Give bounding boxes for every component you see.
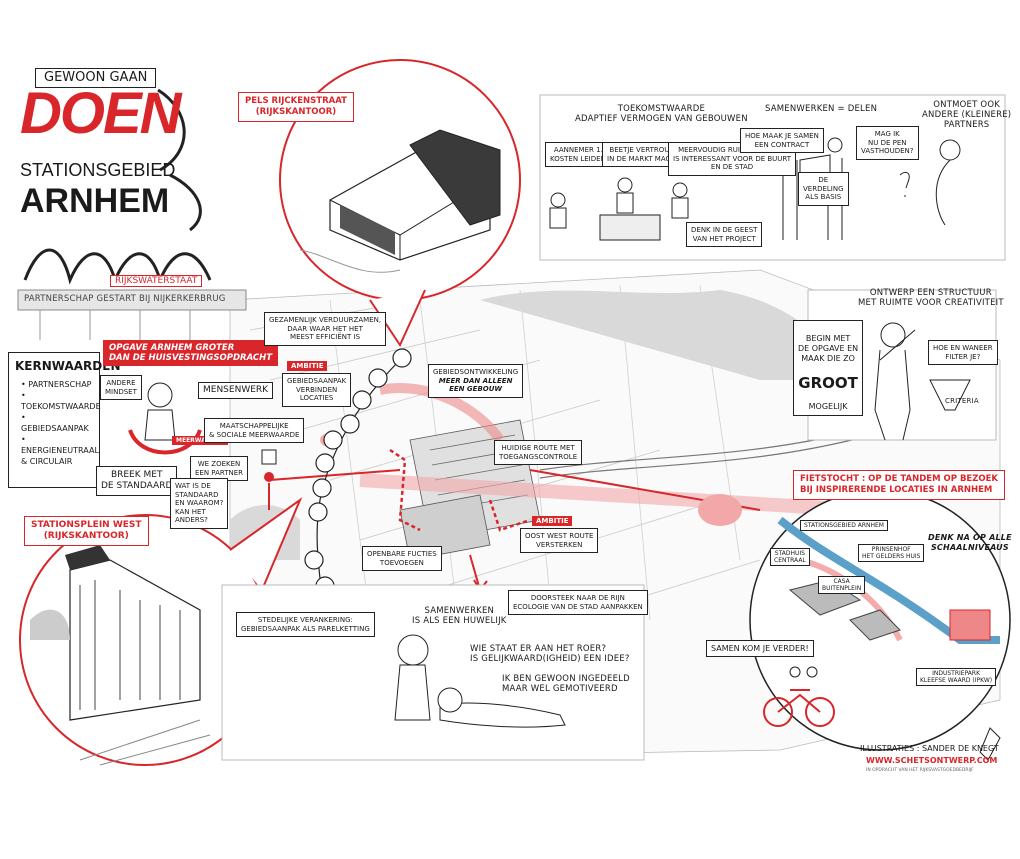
filter-question-label: HOE EN WANEER FILTER JE? — [928, 340, 998, 365]
stationsplein-circle — [19, 497, 303, 766]
criteria-label: CRITERIA — [945, 397, 979, 405]
verduurzamen-label: GEZAMENLIJK VERDUURZAMEN, DAAR WAAR HET … — [264, 312, 387, 346]
openbare-label: OPENBARE FUCTIES TOEVOEGEN — [362, 546, 442, 571]
red-routes — [269, 383, 861, 591]
cavemen-figures — [394, 634, 566, 728]
maatschappelijke-label: MAATSCHAPPELIJKE & SOCIALE MEERWAARDE — [204, 418, 305, 443]
pels-label: PELS RIJCKENSTRAAT (RIJKSKANTOOR) — [238, 92, 354, 122]
andere-mindset-label: ANDERE MINDSET — [100, 375, 142, 400]
bridge-banner-bg — [17, 289, 247, 311]
ingedeeld-label: IK BEN GEWOON INGEDEELD MAAR WEL GEMOTIV… — [502, 674, 630, 694]
title-doen: DOEN — [20, 81, 182, 146]
fietstocht-title: FIETSTOCHT : OP DE TANDEM OP BEZOEK BIJ … — [793, 470, 1006, 500]
verdeling-label: DE VERDELING ALS BASIS — [798, 172, 849, 206]
ambitie-tag-2: AMBITIE — [532, 516, 573, 526]
begin-label: BEGIN MET DE OPGAVE EN MAAK DIE ZO — [798, 334, 859, 363]
kernwaarden-item: & CIRCULAIR — [21, 457, 73, 466]
roer-question-label: WIE STAAT ER AAN HET ROER? IS GELIJKWAAR… — [470, 644, 630, 664]
rijkswaterstaat-label: RIJKSWATERSTAAT — [110, 275, 203, 287]
mensenwerk-label: MENSENWERK — [198, 382, 274, 399]
doorsteek-label: DOORSTEEK NAAR DE RIJN ECOLOGIE VAN DE S… — [508, 590, 648, 615]
meervoudig-label: MEERVOUDIG RUIMTEGEBRUIK IS INTERESSANT … — [668, 142, 797, 176]
gebiedsontwikkeling-label: GEBIEDSONTWIKKELING — [433, 368, 519, 376]
geest-label: DENK IN DE GEEST VAN HET PROJECT — [686, 222, 763, 247]
contract-label: HOE MAAK JE SAMEN EEN CONTRACT — [740, 128, 824, 153]
opgave-banner: OPGAVE ARNHEM GROTER DAN DE HUISVESTINGS… — [103, 340, 279, 366]
samenwerken-delen-title: SAMENWERKEN = DELEN — [765, 104, 878, 114]
gebiedsaanpak-label: GEBIEDSAANPAK VERBINDEN LOCATIES — [282, 373, 352, 407]
meerwaarde-tag: MEERWAARDE — [172, 436, 229, 445]
bridge-label: PARTNERSCHAP GESTART BIJ NIJKERKERBRUG — [24, 294, 226, 304]
casa-label: CASA BUITENPLEIN — [818, 576, 866, 594]
pen-question-label: MAG IK NU DE PEN VASTHOUDEN? — [856, 126, 919, 160]
huidige-route-label: HUIDIGE ROUTE MET TOEGANGSCONTROLE — [494, 440, 583, 465]
meer-dan-label: MEER DAN ALLEEN EEN GEBOUW — [438, 376, 513, 394]
industriepark-label: INDUSTRIEPARK KLEEFSE WAARD (IPKW) — [916, 668, 997, 686]
toekomstwaarde-title: TOEKOMSTWAARDE ADAPTIEF VERMOGEN VAN GEB… — [575, 104, 748, 124]
begin-box: BEGIN MET DE OPGAVE EN MAAK DIE ZO GROOT… — [793, 320, 864, 416]
aannemer-label: AANNEMER 1.0 KOSTEN LEIDEND — [545, 142, 617, 167]
ontwerp-label: ONTWERP EEN STRUCTUUR MET RUIMTE VOOR CR… — [858, 288, 1004, 308]
kernwaarden-box: KERNWAARDEN • PARTNERSCHAP • TOEKOMSTWAAR… — [8, 352, 121, 488]
stadhuis-label: STADHUIS CENTRAAL — [770, 548, 810, 566]
website-link[interactable]: WWW.SCHETSONTWERP.COM — [866, 756, 998, 765]
prinsenhof-label: PRINSENHOF HET GELDERS HUIS — [858, 544, 925, 562]
illustraties-credit: ILLUSTRATIES : SANDER DE KNEGT — [860, 744, 999, 753]
kernwaarden-item: • ENERGIENEUTRAAL — [21, 435, 99, 455]
ambitie-tag-1: AMBITIE — [287, 361, 328, 371]
standaard-question-label: WAT IS DE STANDAARD EN WAAROM? KAN HET A… — [170, 478, 229, 529]
signal-icons — [261, 449, 277, 510]
ontmoet-partners-label: ONTMOET OOK ANDERE (KLEINERE) PARTNERS — [922, 100, 1012, 130]
designer-figure — [874, 322, 971, 441]
kernwaarden-title: KERNWAARDEN — [15, 359, 121, 373]
huwelijk-label: SAMENWERKEN IS ALS EEN HUWELIJK — [412, 606, 507, 626]
kernwaarden-item: • PARTNERSCHAP — [21, 380, 92, 389]
breek-standaard-label: BREEK MET DE STANDAARD — [96, 466, 178, 496]
pen-icon — [979, 727, 1001, 761]
title-line-1: GEWOON GAAN — [35, 68, 157, 88]
bridge-pillars — [39, 310, 191, 340]
schaalniveaus-label: DENK NA OP ALLE SCHAALNIVEAUS — [928, 533, 1012, 552]
opdracht-credit: IN OPDRACHT VAN HET RIJKSVASTGOEDBEDRIJF — [866, 768, 974, 773]
kernwaarden-item: • GEBIEDSAANPAK — [21, 413, 89, 433]
groot-label: GROOT — [798, 374, 858, 392]
title-stationsgebied: STATIONSGEBIED — [20, 160, 176, 180]
partner-label: WE ZOEKEN EEN PARTNER — [190, 456, 249, 481]
verankering-label: STEDELIJKE VERANKERING: GEBIEDSAANPAK AL… — [236, 612, 375, 637]
oost-west-label: OOST WEST ROUTE VERSTERKEN — [520, 528, 599, 553]
kernwaarden-item: • TOEKOMSTWAARDE — [21, 391, 101, 411]
title-arnhem: ARNHEM — [20, 182, 170, 220]
stationsplein-label: STATIONSPLEIN WEST (RIJKSKANTOOR) — [24, 516, 149, 546]
station-arnhem-label: STATIONSGEBIED ARNHEM — [800, 520, 888, 531]
mogelijk-label: MOGELIJK — [808, 402, 848, 411]
kernwaarden-list: • PARTNERSCHAP • TOEKOMSTWAARDE• GEBIEDSA… — [15, 379, 101, 467]
samen-verder-label: SAMEN KOM JE VERDER! — [706, 640, 814, 657]
